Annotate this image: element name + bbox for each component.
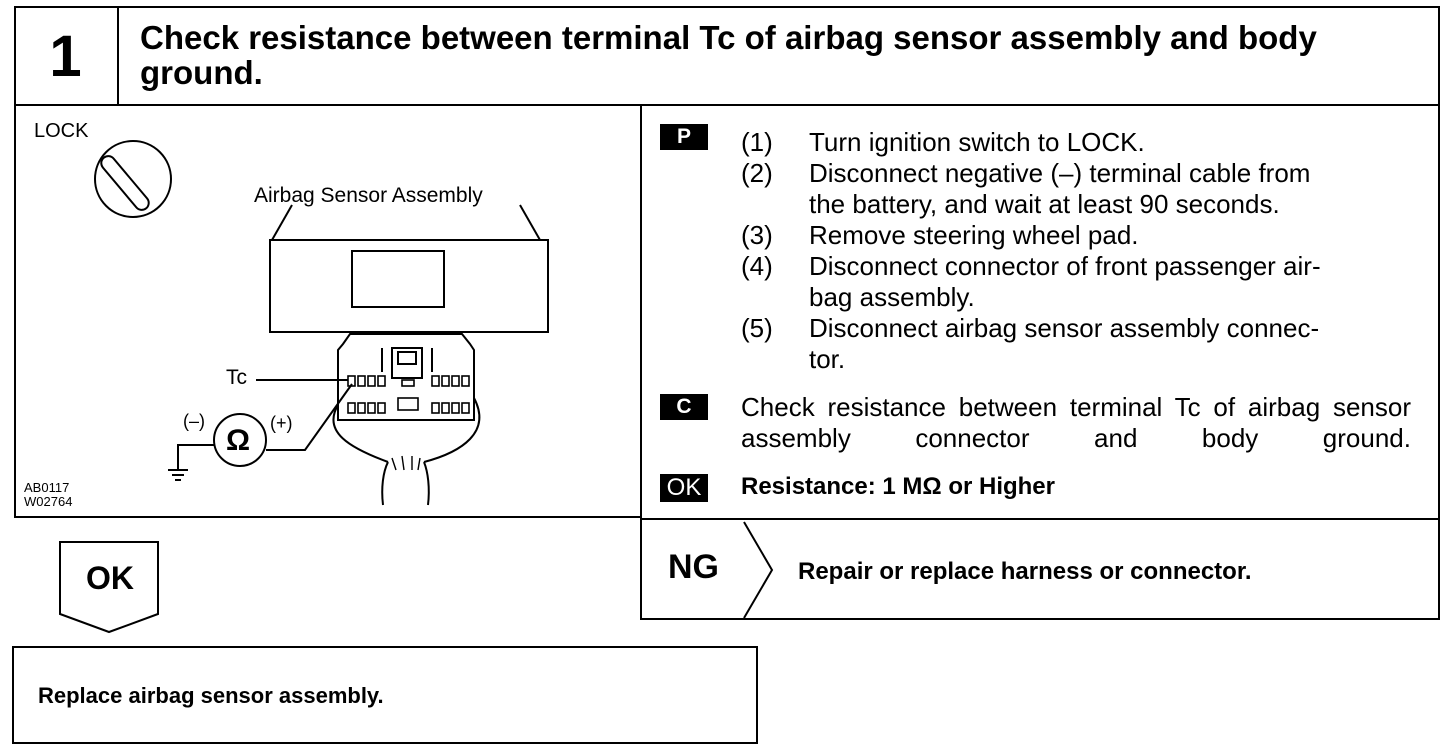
step-index: (5) [741, 313, 773, 343]
ok-arrow-icon [59, 541, 159, 634]
step-text: Remove steering wheel pad. [809, 220, 1139, 250]
ohmmeter-icon [213, 413, 267, 467]
step-index: (2) [741, 158, 773, 188]
minus-label: (–) [183, 411, 205, 431]
prep-step-2: (2) Disconnect negative (–) terminal cab… [741, 158, 1421, 220]
probe-wire-plus [266, 383, 353, 451]
probe-wire-minus [177, 444, 214, 470]
step-text: Disconnect airbag sensor assembly connec… [809, 313, 1320, 343]
connector-icon [337, 333, 475, 421]
sensor-assembly-label: Airbag Sensor Assembly [254, 184, 483, 207]
step-text: Disconnect connector of front passenger … [809, 251, 1321, 281]
wiring-diagram [94, 140, 549, 506]
ignition-switch-icon [94, 140, 172, 218]
step-title: Check resistance between terminal Tc of … [140, 19, 1317, 91]
figure-code-2: W02764 [24, 494, 73, 509]
prep-step-1: (1) Turn ignition switch to LOCK. [741, 127, 1421, 158]
ohm-symbol: Ω [226, 424, 251, 457]
step-index: (4) [741, 251, 773, 281]
step-text: tor. [809, 344, 846, 374]
step-index: (1) [741, 127, 773, 157]
step-number: 1 [14, 6, 119, 106]
step-text: the battery, and wait at least 90 second… [809, 189, 1280, 219]
ok-action-box [12, 646, 758, 744]
wire-harness [332, 397, 481, 506]
ok-action: Replace airbag sensor assembly. [38, 683, 384, 708]
ok-spec-badge: OK [660, 474, 708, 502]
ng-action: Repair or replace harness or connector. [798, 558, 1252, 585]
ok-label: OK [86, 560, 134, 596]
ng-arrow-icon [743, 521, 774, 619]
ng-label: NG [668, 548, 719, 586]
prep-step-5: (5) Disconnect airbag sensor assembly co… [741, 313, 1421, 375]
ng-box [640, 518, 1440, 620]
plus-label: (+) [270, 413, 293, 433]
prep-step-4: (4) Disconnect connector of front passen… [741, 251, 1421, 313]
step-text: Disconnect negative (–) terminal cable f… [809, 158, 1311, 188]
check-instruction: Check resistance between terminal Tc of … [741, 392, 1411, 453]
check-badge: C [660, 394, 708, 420]
terminal-tc-label: Tc [226, 366, 247, 389]
step-index: (3) [741, 220, 773, 250]
lock-label: LOCK [34, 120, 89, 142]
figure-code-1: AB0117 [24, 480, 70, 495]
prep-step-3: (3) Remove steering wheel pad. [741, 220, 1421, 251]
step-text: bag assembly. [809, 282, 975, 312]
sensor-assembly-box [269, 204, 549, 333]
step-text: Turn ignition switch to LOCK. [809, 127, 1145, 157]
ground-icon [168, 469, 188, 481]
prep-badge: P [660, 124, 708, 150]
resistance-spec: Resistance: 1 MΩ or Higher [741, 473, 1055, 500]
